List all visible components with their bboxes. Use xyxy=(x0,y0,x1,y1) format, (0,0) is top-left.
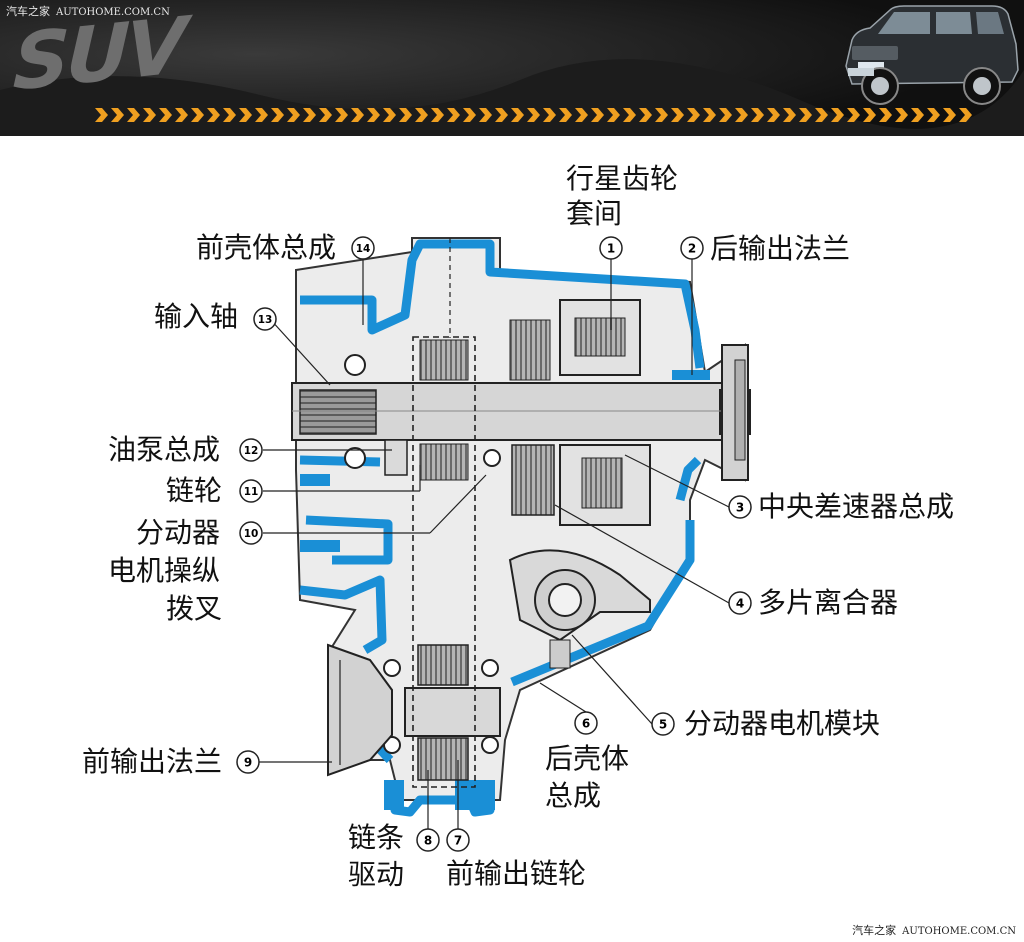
label-multi-plate-clutch: 多片离合器 xyxy=(758,586,899,619)
housing-blue-castings xyxy=(299,239,705,817)
label-motor-module: 分动器电机模块 xyxy=(684,707,881,740)
callout-11: 11 xyxy=(239,479,263,503)
callout-11-num: 11 xyxy=(244,486,259,498)
callout-10: 10 xyxy=(239,521,263,545)
label-planetary-gear-sleeve-line2: 套间 xyxy=(566,197,623,230)
callout-13-num: 13 xyxy=(258,314,273,326)
transfer-case-diagram: 1 2 3 4 5 6 7 8 9 10 11 12 13 14 xyxy=(236,236,752,852)
planetary-gear-set xyxy=(509,299,651,526)
watermark-top-en: AUTOHOME.COM.CN xyxy=(56,7,170,18)
callout-2-num: 2 xyxy=(688,242,696,256)
label-shift-fork-line2: 电机操纵 xyxy=(108,554,221,587)
label-front-output-flange: 前输出法兰 xyxy=(82,745,223,778)
callout-9: 9 xyxy=(236,750,260,774)
callout-3: 3 xyxy=(728,495,752,519)
callout-3-num: 3 xyxy=(736,501,744,515)
callout-9-num: 9 xyxy=(244,756,252,770)
callout-4: 4 xyxy=(728,591,752,615)
callout-5-num: 5 xyxy=(659,718,667,732)
callout-6: 6 xyxy=(574,711,598,735)
label-chain-drive-line2: 驱动 xyxy=(348,858,405,891)
callout-4-num: 4 xyxy=(736,597,744,611)
housing-blue-fills xyxy=(300,370,710,810)
label-center-differential: 中央差速器总成 xyxy=(758,490,955,523)
label-rear-housing-line2: 总成 xyxy=(545,779,602,812)
callout-10-num: 10 xyxy=(244,528,259,540)
front-output-flange xyxy=(327,643,393,777)
motor-module xyxy=(508,549,651,669)
watermark-bottom-en: AUTOHOME.COM.CN xyxy=(902,926,1016,937)
callout-1: 1 xyxy=(599,236,623,260)
label-shift-fork-line3: 拨叉 xyxy=(166,592,223,625)
watermark-top: 汽车之家 AUTOHOME.COM.CN xyxy=(6,3,170,19)
callout-14-num: 14 xyxy=(356,243,371,255)
hazard-stripe xyxy=(95,108,975,122)
label-front-output-sprocket: 前输出链轮 xyxy=(446,857,587,890)
callout-6-num: 6 xyxy=(582,717,590,731)
callout-8-num: 8 xyxy=(424,834,432,848)
label-oil-pump: 油泵总成 xyxy=(108,433,221,466)
main-shaft xyxy=(291,382,751,441)
callout-2: 2 xyxy=(680,236,704,260)
label-rear-housing-line1: 后壳体 xyxy=(545,742,630,775)
callout-13: 13 xyxy=(253,307,277,331)
chain-drive-outline xyxy=(412,336,476,788)
label-shift-fork-line1: 分动器 xyxy=(136,516,221,549)
multi-plate-clutch xyxy=(511,444,555,516)
callout-12: 12 xyxy=(239,438,263,462)
rear-output-flange xyxy=(721,344,749,481)
label-chain-drive-line1: 链条 xyxy=(348,821,405,854)
leader-lines xyxy=(259,259,730,829)
label-input-shaft: 输入轴 xyxy=(154,300,239,333)
callout-5: 5 xyxy=(651,712,675,736)
watermark-bottom: 汽车之家 AUTOHOME.COM.CN xyxy=(852,922,1016,938)
callout-7: 7 xyxy=(446,828,470,852)
callout-8: 8 xyxy=(416,828,440,852)
label-front-housing: 前壳体总成 xyxy=(196,231,337,264)
suv-car-image xyxy=(845,5,1019,105)
callout-7-num: 7 xyxy=(454,834,462,848)
watermark-top-cn: 汽车之家 xyxy=(6,5,50,18)
input-bearings xyxy=(344,339,501,481)
watermark-bottom-cn: 汽车之家 xyxy=(852,924,897,937)
callout-12-num: 12 xyxy=(244,445,259,457)
label-planetary-gear-sleeve-line1: 行星齿轮 xyxy=(566,162,679,195)
label-sprocket: 链轮 xyxy=(166,474,223,507)
label-rear-output-flange: 后输出法兰 xyxy=(710,232,851,265)
callout-1-num: 1 xyxy=(607,242,615,256)
callout-14: 14 xyxy=(351,236,375,260)
